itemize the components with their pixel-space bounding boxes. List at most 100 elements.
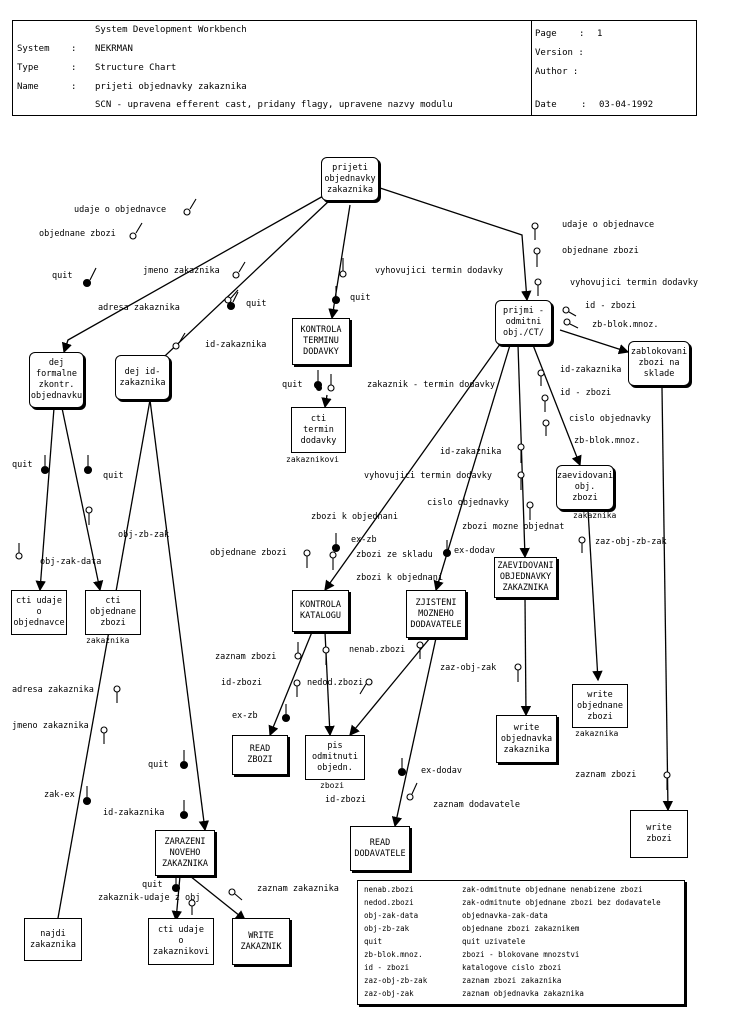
page-sep: :: [579, 29, 585, 39]
edge-root-prijmi: [379, 187, 532, 302]
version-label: Version :: [535, 48, 584, 58]
legend-key: obj-zb-zak: [364, 924, 410, 933]
module-zarazeni-zakaznika[interactable]: ZARAZENI NOVEHO ZAKAZNIKA: [155, 830, 215, 876]
label-id-zbozi-3: id-zbozi: [221, 678, 262, 688]
module-zaevidovani-obj-zbozi[interactable]: zaevidovani obj. zbozi: [556, 465, 614, 510]
edge-katalog-read: [268, 631, 313, 737]
label-zbozi-k-objednani-1: zbozi k objednani: [311, 512, 398, 522]
edge-kontrola-cti: [321, 394, 332, 409]
module-dej-id-zakaznika[interactable]: dej id- zakaznika: [115, 355, 170, 400]
edge-zarazeni-write: [189, 875, 247, 921]
date-label: Date: [535, 100, 557, 110]
module-read-dodavatele[interactable]: READ DODAVATELE: [350, 826, 410, 871]
legend-row: zaz-obj-zb-zak zaznam zbozi zakaznika: [358, 976, 684, 986]
label-quit-2: quit: [246, 299, 267, 309]
module-prijeti-objednavky[interactable]: prijeti objednavky zakaznika: [321, 157, 379, 201]
label-cislo-objednavky-2: cislo objednavky: [427, 498, 509, 508]
label-adresa-zakaznika-2: adresa zakaznika: [12, 685, 94, 695]
module-zaevidovani-objednavky[interactable]: ZAEVIDOVANI OBJEDNAVKY ZAKAZNIKA: [494, 557, 557, 598]
edge-dej-ctiobjednane: [61, 407, 104, 592]
edge-dejid-zarazeni: [149, 399, 210, 832]
module-write-zakaznik[interactable]: WRITE ZAKAZNIK: [232, 918, 290, 965]
module-zjisteni-dodavatele[interactable]: ZJISTENI MOZNEHO DODAVATELE: [406, 590, 466, 638]
legend-key: zb-blok.mnoz.: [364, 950, 423, 959]
label-zakaznik-termin: zakaznik - termin dodavky: [367, 380, 495, 390]
legend-value: quit uzivatele: [462, 937, 526, 946]
edge-prijmi-zablokovani: [559, 329, 630, 355]
system-sep: :: [71, 44, 77, 54]
module-prijmi-odmitni[interactable]: prijmi - odmitni obj./CT/: [495, 300, 552, 345]
legend-key: nedod.zbozi: [364, 898, 414, 907]
label-id-zakaznika-1: id-zakaznika: [205, 340, 267, 350]
legend-key: obj-zak-data: [364, 911, 419, 920]
module-pis-odmitnuti-sub: zbozi: [320, 781, 345, 790]
module-pis-odmitnuti[interactable]: pis odmitnuti objedn.: [305, 735, 365, 780]
module-cti-udaje-zakaznikovi[interactable]: cti udaje o zakaznikovi: [148, 918, 214, 965]
author-label: Author :: [535, 67, 579, 77]
module-cti-udaje-objednavce[interactable]: cti udaje o objednavce: [11, 590, 67, 635]
label-quit-5: quit: [12, 460, 33, 470]
label-obj-zak-data: obj-zak-data: [40, 557, 102, 567]
label-zbozi-k-objednani-2: zbozi k objednani: [356, 573, 443, 583]
label-quit-6: quit: [103, 471, 124, 481]
module-read-zbozi[interactable]: READ ZBOZI: [232, 735, 288, 775]
label-vyhovujici-termin-2: vyhovujici termin dodavky: [570, 278, 698, 288]
legend-value: zaznam objednavka zakaznika: [462, 989, 584, 998]
header-divider: [531, 21, 532, 115]
legend-key: zaz-obj-zb-zak: [364, 976, 428, 985]
legend-table: nenab.zbozi zak-odmitnute objednane nenab…: [357, 880, 685, 1005]
label-quit-7: quit: [148, 760, 169, 770]
label-objednane-zbozi-right: objednane zbozi: [562, 246, 639, 256]
module-cti-termin[interactable]: cti termin dodavky: [291, 407, 346, 453]
label-zaz-obj-zb-zak: zaz-obj-zb-zak: [595, 537, 667, 547]
name-sep: :: [71, 82, 77, 92]
label-nedod-zbozi: nedod.zbozi: [307, 678, 364, 688]
label-id-zbozi-4: id-zbozi: [325, 795, 366, 805]
type-key: Type: [17, 63, 39, 73]
module-write-objednavka[interactable]: write objednavka zakaznika: [496, 715, 557, 763]
label-zaznam-dodavatele: zaznam dodavatele: [433, 800, 520, 810]
type-value: Structure Chart: [95, 63, 177, 73]
label-quit-3: quit: [350, 293, 371, 303]
label-objednane-zbozi-3: objednane zbozi: [210, 548, 287, 558]
label-quit-8: quit: [142, 880, 163, 890]
legend-value: zak-odmitnute objednane zbozi bez dodava…: [462, 898, 661, 907]
edge-prijmi-zjisteni: [433, 344, 511, 592]
edge-prijmi-kontrola-kat: [324, 339, 504, 592]
label-zaznam-zbozi-1: zaznam zbozi: [215, 652, 277, 662]
legend-value: objednavka-zak-data: [462, 911, 548, 920]
legend-value: objednane zbozi zakaznikem: [462, 924, 580, 933]
name-value: prijeti objednavky zakaznika: [95, 82, 247, 92]
edge-dej-ctiudaje: [35, 407, 55, 592]
legend-value: zaznam zbozi zakaznika: [462, 976, 562, 985]
edge-zaevid-write: [587, 509, 603, 682]
system-key: System: [17, 44, 50, 54]
label-zbozi-mozne-objednat: zbozi mozne objednat: [462, 522, 565, 532]
edge-root-dejformalne: [61, 194, 326, 354]
module-cti-objednane-sub: zakaznika: [86, 636, 130, 645]
module-cti-objednane-zbozi[interactable]: cti objednane zbozi: [85, 590, 141, 635]
module-write-zbozi[interactable]: write zbozi: [630, 810, 688, 858]
label-ex-dodav-2: ex-dodav: [421, 766, 462, 776]
label-jmeno-zakaznika-1: jmeno zakaznika: [143, 266, 220, 276]
legend-value: zak-odmitnute objednane nenabizene zbozi: [462, 885, 643, 894]
legend-key: id - zbozi: [364, 963, 410, 972]
module-zablokovani-zbozi[interactable]: zablokovani zbozi na sklade: [628, 341, 690, 386]
module-najdi-zakaznika[interactable]: najdi zakaznika: [24, 918, 82, 961]
label-cislo-objednavky-1: cislo objednavky: [569, 414, 651, 424]
legend-key: nenab.zbozi: [364, 885, 414, 894]
label-udaje-o-objednavce-left: udaje o objednavce: [74, 205, 167, 215]
edge-zarazeni-ctiudaje: [171, 875, 183, 922]
module-kontrola-katalogu[interactable]: KONTROLA KATALOGU: [292, 590, 349, 632]
module-kontrola-terminu[interactable]: KONTROLA TERMINU DODAVKY: [292, 318, 350, 365]
page-label: Page: [535, 29, 557, 39]
label-zakaznik-udaje: zakaznik-udaje z obj: [98, 893, 201, 903]
label-ex-dodav-1: ex-dodav: [454, 546, 495, 556]
module-dej-formalne-zkontr[interactable]: dej formalne zkontr. objednavku: [29, 352, 84, 408]
edge-zablok-writezbozi: [661, 387, 674, 812]
module-write-objednane-zbozi[interactable]: write objednane zbozi: [572, 684, 628, 728]
